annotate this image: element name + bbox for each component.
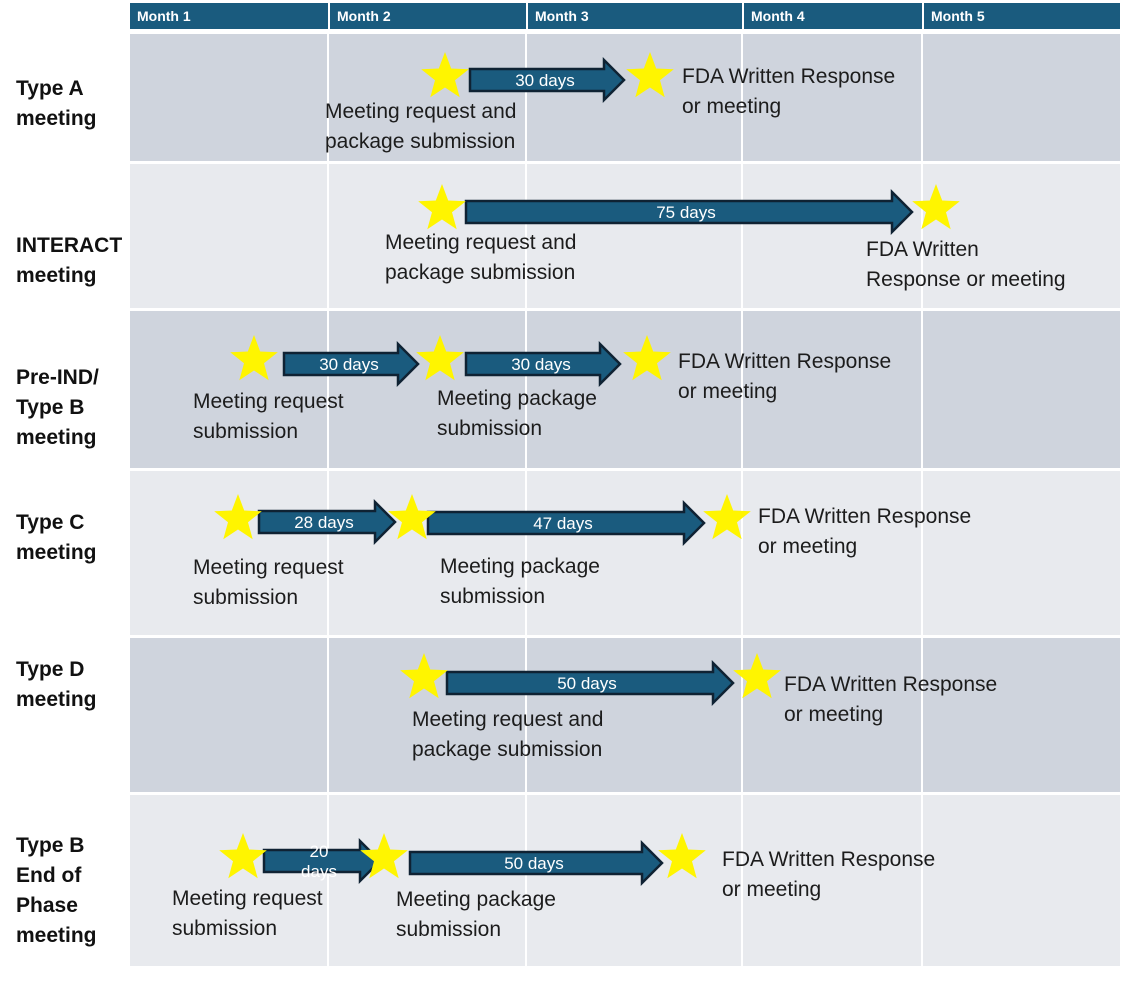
milestone-star-icon [912,184,960,230]
duration-label: 30 days [515,71,575,90]
duration-arrow [464,340,622,388]
month-divider [741,30,743,968]
row-label-pre-ind: Pre-IND/ Type B meeting [16,366,99,449]
duration-arrow [464,188,914,236]
month-header-3: Month 3 [526,3,742,29]
row-label-type-a: Type A meeting [16,77,97,130]
row-background-type-a [130,34,1120,161]
caption-request-package: Meeting request and package submission [385,231,577,284]
caption-fda-response: FDA Written Response or meeting [784,673,998,726]
caption-fda-response: FDA Written Response or meeting [678,350,892,403]
duration-arrow [282,340,420,388]
caption-fda-response: FDA Written Response or meeting [758,505,972,558]
duration-arrow [408,839,664,887]
row-background-type-d [130,638,1120,792]
month-divider [327,30,329,968]
caption-fda-response: FDA Written Response or meeting [682,65,896,118]
caption-request-submission: Meeting request submission [172,887,323,940]
milestone-star-icon [658,833,706,879]
duration-arrow [257,498,397,546]
milestone-star-icon [219,833,267,879]
caption-package-submission: Meeting package submission [437,387,597,440]
caption-package-submission: Meeting package submission [440,555,600,608]
duration-label: 47 days [533,514,593,533]
duration-label: 20 days [301,842,337,881]
duration-label: 75 days [656,203,716,222]
month-divider [525,30,527,968]
row-label-type-d: Type D meeting [16,658,97,711]
month-header-5: Month 5 [922,3,1120,29]
month-header-1: Month 1 [137,8,191,24]
row-background-interact [130,164,1120,308]
duration-label: 30 days [319,355,379,374]
month-header-4: Month 4 [742,3,922,29]
milestone-star-icon [418,184,466,230]
milestone-star-icon [416,335,464,381]
milestone-star-icon [388,494,436,540]
milestone-star-icon [421,52,469,98]
row-label-type-c: Type C meeting [16,511,97,564]
duration-arrow [262,837,382,885]
duration-arrow [426,499,706,547]
month-divider [921,30,923,968]
caption-request-package: Meeting request and package submission [412,708,604,761]
milestone-star-icon [230,335,278,381]
row-background-type-c [130,471,1120,635]
caption-fda-response: FDA Written Response or meeting [866,238,1066,291]
duration-label: 50 days [504,854,564,873]
row-background-type-b-eop [130,795,1120,966]
duration-label: 50 days [557,674,617,693]
milestone-star-icon [623,335,671,381]
duration-arrow [445,659,735,707]
milestone-star-icon [400,653,448,699]
milestone-star-icon [626,52,674,98]
caption-request-package: Meeting request and package submission [325,100,517,153]
milestone-star-icon [214,494,262,540]
caption-fda-response: FDA Written Response or meeting [722,848,936,901]
caption-request-submission: Meeting request submission [193,390,344,443]
row-background-pre-ind [130,311,1120,468]
duration-label: 30 days [511,355,571,374]
caption-package-submission: Meeting package submission [396,888,556,941]
duration-arrow [468,56,626,104]
duration-label: 28 days [294,513,354,532]
milestone-star-icon [703,494,751,540]
caption-request-submission: Meeting request submission [193,556,344,609]
milestone-star-icon [733,653,781,699]
milestone-star-icon [360,833,408,879]
month-header-bar [130,3,1120,29]
row-label-interact: INTERACT meeting [16,234,123,287]
row-label-type-b-eop: Type B End of Phase meeting [16,834,97,947]
month-header-2: Month 2 [328,3,526,29]
